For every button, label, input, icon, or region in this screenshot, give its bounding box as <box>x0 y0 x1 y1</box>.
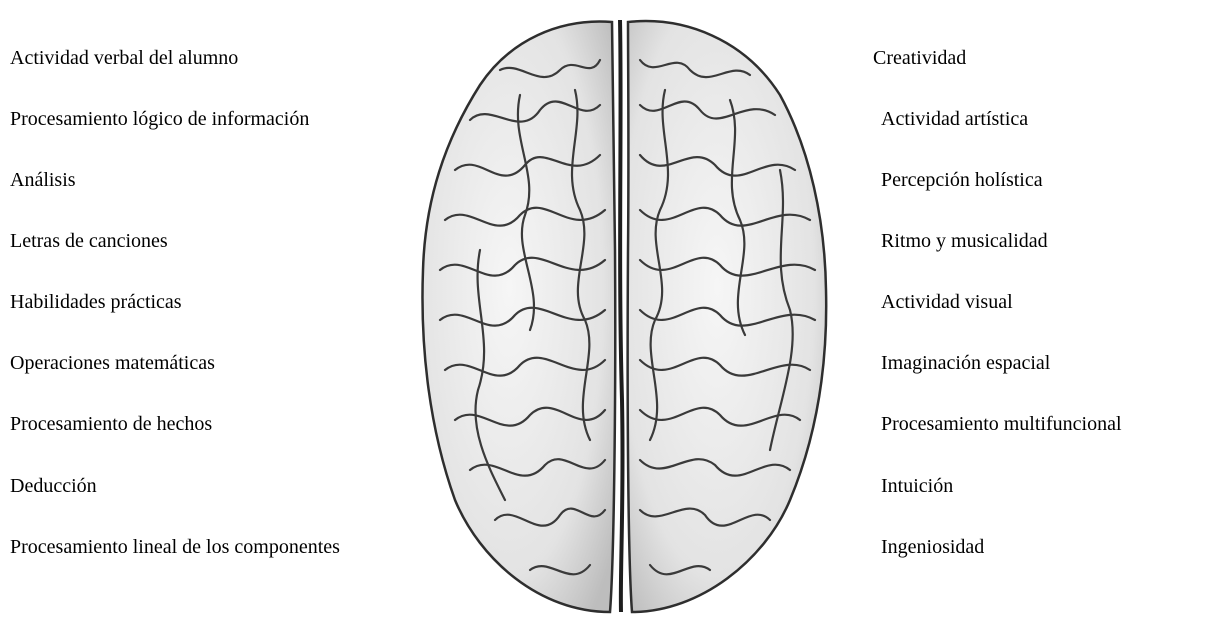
left-label: Actividad verbal del alumno <box>10 46 238 70</box>
right-label: Actividad visual <box>881 290 1013 314</box>
left-label: Deducción <box>10 474 97 498</box>
right-label: Actividad artística <box>881 107 1028 131</box>
right-label: Percepción holística <box>881 168 1043 192</box>
right-label: Ritmo y musicalidad <box>881 229 1048 253</box>
left-label: Operaciones matemáticas <box>10 351 215 375</box>
left-label: Procesamiento lineal de los componentes <box>10 535 340 559</box>
left-label: Habilidades prácticas <box>10 290 182 314</box>
right-label: Creatividad <box>873 46 966 70</box>
right-label: Ingeniosidad <box>881 535 984 559</box>
left-label: Procesamiento de hechos <box>10 412 212 436</box>
right-label: Imaginación espacial <box>881 351 1050 375</box>
right-label: Procesamiento multifuncional <box>881 412 1122 436</box>
left-label: Análisis <box>10 168 76 192</box>
left-label: Procesamiento lógico de información <box>10 107 309 131</box>
left-label: Letras de canciones <box>10 229 168 253</box>
right-label: Intuición <box>881 474 953 498</box>
